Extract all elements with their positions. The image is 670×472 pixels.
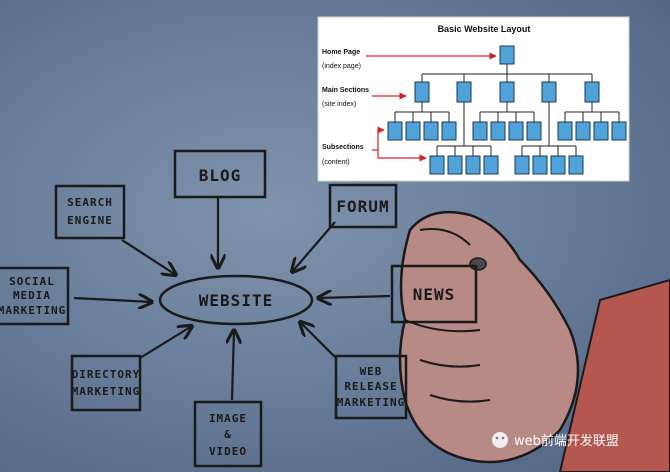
web-release-line3: MARKETING [337,396,406,409]
wechat-icon [492,432,508,448]
blog-box [173,149,267,199]
search-engine-line2: ENGINE [67,214,113,227]
panel-home-page-sub: (index page) [322,63,361,70]
social-media-line3: MARKETING [0,304,66,317]
forum-box [328,183,398,229]
arrow-web-release [300,322,337,359]
social-media-line2: MEDIA [13,289,51,302]
arrow-image [232,330,234,401]
blog-label: BLOG [199,166,242,185]
social-media-box [0,266,70,326]
web-release-box [334,354,408,420]
panel-home-page: Home Page [322,49,360,56]
layout-panel: Basic Website Layout Home Page (index pa… [317,16,630,182]
website-ellipse [158,274,314,326]
watermark: web前端开发联盟 [492,432,619,449]
panel-main-sections-sub: (site index) [322,101,356,108]
image-video-line2: & [224,428,232,441]
arrows [73,198,391,401]
forum-label: FORUM [336,197,389,216]
website-label: WEBSITE [199,291,273,310]
news-label: NEWS [413,285,456,304]
image-video-line1: IMAGE [209,412,247,425]
image-video-line3: VIDEO [209,445,247,458]
arrow-social [73,298,152,302]
watermark-text: web前端开发联盟 [514,433,619,449]
panel-red-arrows [366,52,497,162]
image-video-box [193,400,263,468]
news-box [390,264,478,324]
directory-marketing-box [70,354,142,412]
hand-illustration [398,210,670,472]
panel-subsections-sub: (content) [322,159,350,166]
directory-line1: DIRECTORY [72,368,141,381]
panel-title: Basic Website Layout [438,24,531,34]
search-engine-box [54,184,126,240]
social-media-line1: SOCIAL [9,275,55,288]
arrow-search [121,239,176,275]
panel-tree-lines [395,63,619,147]
panel-tree-drops [394,112,620,156]
panel-subsections: Subsections [322,144,364,151]
web-release-line2: RELEASE [344,380,397,393]
arrow-directory [139,326,192,359]
arrow-news [318,296,391,298]
panel-main-sections: Main Sections [322,87,369,94]
web-release-line1: WEB [360,365,383,378]
arrow-forum [292,221,336,272]
directory-line2: MARKETING [72,385,141,398]
search-engine-line1: SEARCH [67,196,113,209]
